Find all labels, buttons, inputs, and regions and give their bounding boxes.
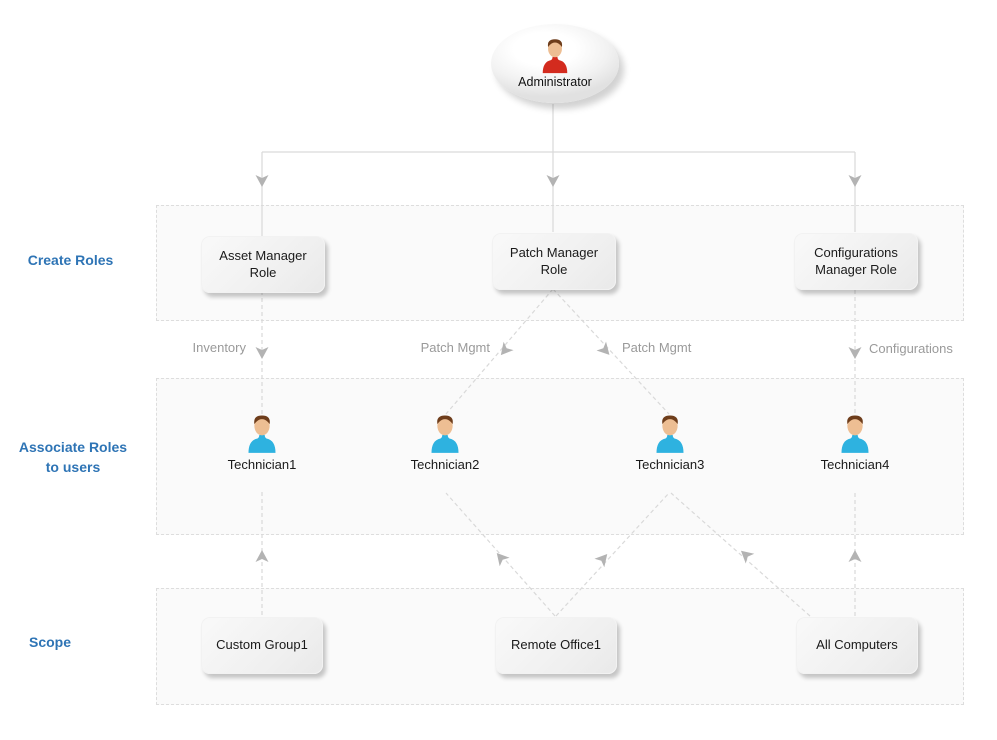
technician2-label: Technician2 (410, 457, 480, 472)
create-roles-label: Create Roles (27, 252, 114, 268)
patch-manager-role-box: Patch Manager Role (492, 233, 616, 290)
arrow-up-icon (848, 550, 862, 562)
configurations-manager-role-box: Configurations Manager Role (794, 233, 918, 290)
arrow-down-icon (848, 175, 862, 187)
arrow-up-right-icon (594, 553, 608, 568)
arrow-down-icon (848, 347, 862, 359)
edge-label-inventory: Inventory (192, 340, 246, 355)
arrow-down-icon (546, 175, 560, 187)
person-blue-shirt-icon (841, 415, 869, 453)
arrow-up-left-icon (740, 550, 755, 564)
edge-label-patch-mgmt-right: Patch Mgmt (622, 340, 692, 355)
technician2-node: Technician2 (385, 414, 505, 472)
person-blue-shirt-icon (656, 415, 684, 453)
all-computers-box: All Computers (796, 617, 918, 674)
technician4-node: Technician4 (795, 414, 915, 472)
edge-label-configurations: Configurations (869, 341, 953, 356)
arrow-up-left-icon (496, 552, 510, 567)
technician4-label: Technician4 (820, 457, 890, 472)
arrow-down-right-icon (596, 341, 610, 355)
administrator-node: Administrator (491, 24, 619, 103)
arrow-down-left-icon (500, 341, 514, 356)
edge-label-patch-mgmt-left: Patch Mgmt (420, 340, 490, 355)
associate-roles-label: Associate Roles to users (18, 439, 128, 476)
person-red-shirt-icon (542, 39, 568, 74)
remote-office1-box: Remote Office1 (495, 617, 617, 674)
technician3-node: Technician3 (610, 414, 730, 472)
arrow-down-icon (255, 175, 269, 187)
asset-manager-role-box: Asset Manager Role (201, 236, 325, 293)
technician3-label: Technician3 (635, 457, 705, 472)
technician1-label: Technician1 (227, 457, 297, 472)
custom-group1-box: Custom Group1 (201, 617, 323, 674)
arrow-up-icon (255, 550, 269, 562)
technician1-node: Technician1 (202, 414, 322, 472)
person-blue-shirt-icon (248, 415, 276, 453)
administrator-label: Administrator (518, 75, 592, 89)
arrow-down-icon (255, 347, 269, 359)
scope-label: Scope (28, 634, 71, 650)
person-blue-shirt-icon (431, 415, 459, 453)
